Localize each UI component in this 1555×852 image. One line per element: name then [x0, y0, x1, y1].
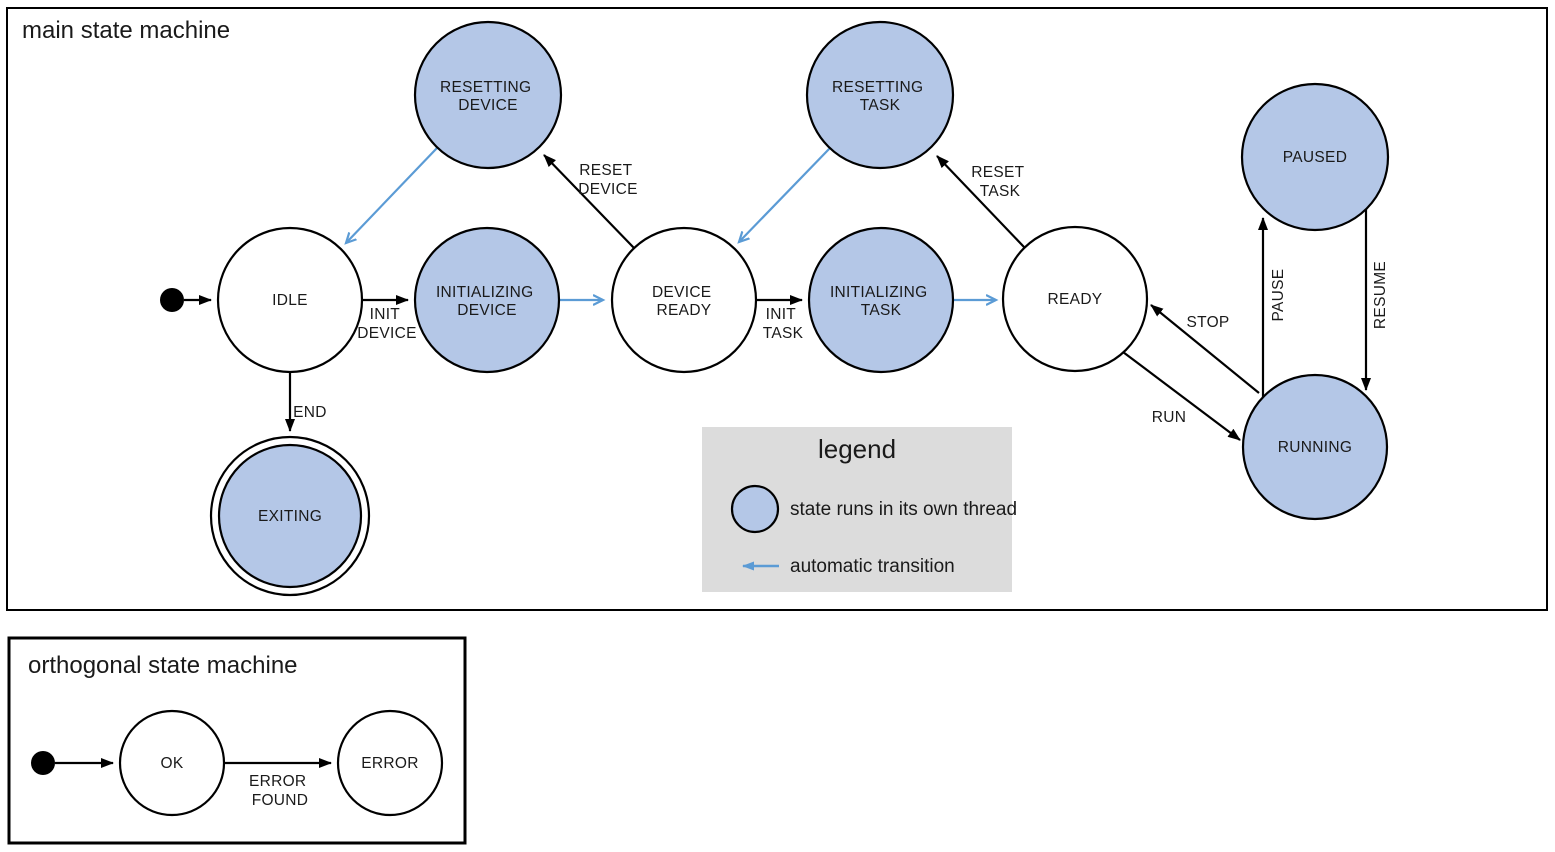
legend: legend state runs in its own thread auto…	[702, 427, 1017, 592]
state-ready: READY	[1001, 225, 1149, 373]
main-panel-border	[6, 7, 1548, 611]
transition-error-found: ERROR FOUND	[224, 758, 332, 809]
state-error-circle	[336, 709, 444, 817]
end-label: END	[293, 404, 327, 421]
error-found-label: ERROR FOUND	[249, 773, 311, 809]
state-initializing-device-circle	[413, 226, 561, 374]
transition-stop: STOP	[1150, 304, 1260, 394]
main-state-machine-panel: main state machine INIT DEVICE RESET DEV…	[6, 7, 1548, 611]
transition-run: RUN	[1122, 351, 1241, 441]
stop-arrow	[1150, 304, 1260, 394]
state-initializing-task-label: INITIALIZING TASK	[830, 284, 932, 319]
orthogonal-panel-title: orthogonal state machine	[28, 652, 298, 679]
state-ready-label: READY	[1048, 291, 1103, 308]
state-initializing-device-label: INITIALIZING DEVICE	[436, 284, 538, 319]
state-paused-circle	[1240, 82, 1390, 232]
state-ok-label: OK	[161, 755, 184, 772]
state-paused: PAUSED	[1240, 82, 1390, 232]
orthogonal-panel-border	[7, 636, 467, 845]
resume-label: RESUME	[1372, 261, 1389, 329]
transition-pause: PAUSE	[1258, 217, 1287, 397]
run-arrow	[1122, 351, 1241, 441]
stop-label: STOP	[1186, 314, 1229, 331]
state-device-ready: DEVICE READY	[610, 226, 758, 374]
state-initializing-task: INITIALIZING TASK	[807, 226, 955, 374]
main-panel-title: main state machine	[22, 17, 230, 44]
state-ready-circle	[1001, 225, 1149, 373]
state-exiting-inner-circle	[217, 443, 363, 589]
transition-reset-device: RESET DEVICE	[543, 154, 638, 249]
orthogonal-initial-state-dot	[31, 751, 55, 775]
state-idle-label: IDLE	[272, 292, 308, 309]
state-running-label: RUNNING	[1278, 439, 1352, 456]
state-device-ready-label: DEVICE READY	[652, 284, 716, 319]
reset-task-arrow	[936, 155, 1025, 248]
state-resetting-task-circle	[805, 20, 955, 170]
legend-thread-state-icon	[730, 484, 780, 534]
transition-init-device: INIT DEVICE	[357, 295, 417, 342]
legend-title: legend	[818, 434, 896, 464]
state-resetting-device: RESETTING DEVICE	[413, 20, 563, 170]
state-resetting-task: RESETTING TASK	[805, 20, 955, 170]
transition-resume: RESUME	[1361, 209, 1389, 391]
transition-reset-task: RESET TASK	[936, 155, 1029, 248]
auto-transition-resettask-deviceready-arrow	[739, 147, 831, 242]
transition-end: END	[285, 372, 327, 432]
transition-init-task: INIT TASK	[756, 295, 804, 342]
legend-thread-label: state runs in its own thread	[790, 499, 1017, 520]
state-idle: IDLE	[216, 226, 364, 374]
state-initializing-device: INITIALIZING DEVICE	[413, 226, 561, 374]
state-idle-circle	[216, 226, 364, 374]
orthogonal-state-machine-panel: orthogonal state machine OK ERROR FOUND …	[7, 636, 467, 845]
run-label: RUN	[1152, 409, 1186, 426]
state-running: RUNNING	[1241, 373, 1389, 521]
state-error-label: ERROR	[361, 755, 418, 772]
state-initializing-task-circle	[807, 226, 955, 374]
state-error: ERROR	[336, 709, 444, 817]
state-device-ready-circle	[610, 226, 758, 374]
reset-task-label: RESET TASK	[971, 164, 1029, 200]
state-ok: OK	[118, 709, 226, 817]
reset-device-arrow	[543, 154, 635, 249]
state-resetting-task-label: RESETTING TASK	[832, 79, 928, 114]
state-exiting-label: EXITING	[258, 508, 322, 525]
state-running-circle	[1241, 373, 1389, 521]
init-task-label: INIT TASK	[763, 306, 804, 342]
auto-transition-resetdevice-idle-arrow	[346, 147, 438, 243]
state-paused-label: PAUSED	[1283, 149, 1347, 166]
initial-state-dot	[160, 288, 184, 312]
init-device-label: INIT DEVICE	[357, 306, 417, 342]
reset-device-label: RESET DEVICE	[578, 162, 638, 198]
legend-auto-label: automatic transition	[790, 556, 955, 577]
state-resetting-device-circle	[413, 20, 563, 170]
state-exiting-final: EXITING	[209, 435, 371, 597]
state-resetting-device-label: RESETTING DEVICE	[440, 79, 536, 114]
pause-label: PAUSE	[1270, 269, 1287, 322]
